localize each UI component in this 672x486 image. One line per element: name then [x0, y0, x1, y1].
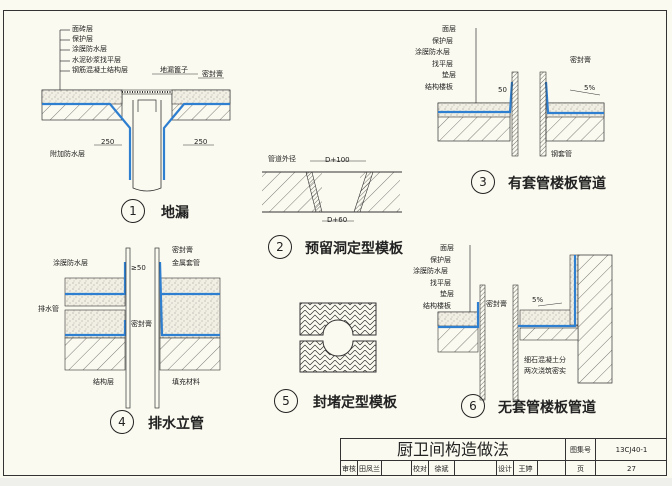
designer-signature [538, 461, 566, 476]
d6-layer-cushion: 垫层 [440, 290, 454, 298]
drawing-frame [3, 10, 667, 476]
d1-title: 地漏 [161, 205, 189, 221]
d5-number: 5 [274, 389, 298, 413]
d3-layer-screed: 找平层 [432, 60, 453, 68]
d1-grate-label: 地漏篦子 [160, 66, 188, 74]
detail-2-preformed-hole-mold [262, 160, 402, 222]
d1-dim-left: 250 [101, 138, 115, 146]
d1-extra-layer-label: 附加防水层 [50, 150, 85, 158]
d6-number: 6 [461, 394, 485, 418]
detail-1-floor-drain [41, 29, 231, 192]
d6-title: 无套管楼板管道 [498, 400, 596, 416]
d6-note-line2: 两次浇筑密实 [524, 367, 566, 375]
d2-dim-top: D+100 [325, 156, 350, 164]
reviewer-name: 田凤兰 [358, 461, 382, 476]
d1-layer-membrane: 涂膜防水层 [72, 45, 107, 53]
d4-drain-label: 排水管 [38, 305, 59, 313]
d1-dim-right: 250 [194, 138, 208, 146]
checker-signature [455, 461, 497, 476]
page-label: 页 [566, 461, 596, 476]
d1-number: 1 [121, 199, 145, 223]
detail-5-plug-mold [299, 302, 377, 373]
d3-dim: 50 [498, 86, 507, 94]
page-number: 27 [627, 465, 636, 473]
d6-sealant-label: 密封膏 [486, 300, 507, 308]
d2-pipe-od-label: 管道外径 [268, 155, 296, 163]
d1-sealant-label: 密封膏 [202, 70, 223, 78]
d6-slope: 5% [532, 296, 544, 304]
detail-6-unsleeved-pipe [437, 245, 613, 401]
d6-layer-screed: 找平层 [430, 279, 451, 287]
d6-note-line1: 细石混凝土分 [524, 356, 566, 364]
d3-layer-surface: 面层 [442, 25, 456, 33]
d4-number: 4 [110, 410, 134, 434]
d5-title: 封堵定型模板 [313, 395, 397, 411]
sheet-title: 厨卫间构造做法 [341, 439, 566, 461]
d4-metal-sleeve-label: 金属套管 [172, 259, 200, 267]
review-label: 审核 [341, 461, 358, 476]
d3-layer-protection: 保护层 [432, 37, 453, 45]
d1-layer-structure: 钢筋混凝土结构层 [72, 66, 128, 74]
reviewer-signature [382, 461, 412, 476]
d3-layer-membrane: 涂膜防水层 [415, 48, 450, 56]
d6-layer-slab: 结构楼板 [423, 302, 451, 310]
d4-structure-label: 结构层 [93, 378, 114, 386]
d6-layer-protection: 保护层 [430, 256, 451, 264]
atlas-number: 13CJ40-1 [596, 439, 667, 461]
d3-layer-cushion: 垫层 [442, 71, 456, 79]
designer-name: 王婷 [514, 461, 538, 476]
d6-layer-membrane: 涂膜防水层 [413, 267, 448, 275]
check-label: 校对 [412, 461, 429, 476]
atlas-label: 图集号 [566, 439, 596, 461]
d3-number: 3 [471, 170, 495, 194]
detail-3-sleeved-pipe [437, 28, 605, 157]
d4-fill-label: 填充材料 [172, 378, 200, 386]
d1-layer-screed: 水泥砂浆找平层 [72, 56, 121, 64]
d4-sealant-top-label: 密封膏 [172, 246, 193, 254]
d4-title: 排水立管 [148, 416, 204, 432]
d1-layer-tile: 面砖层 [72, 25, 93, 33]
d3-slope: 5% [584, 84, 596, 92]
d3-sleeve-label: 钢套管 [551, 150, 572, 158]
checker-name: 徐斌 [429, 461, 455, 476]
d2-dim-bottom: D+60 [327, 216, 348, 224]
detail-4-drain-riser [64, 247, 221, 409]
d2-number: 2 [268, 235, 292, 259]
d4-membrane-label: 涂膜防水层 [53, 259, 88, 267]
d4-dim: ≥50 [131, 264, 146, 272]
d3-layer-slab: 结构楼板 [425, 83, 453, 91]
d3-sealant-label: 密封膏 [570, 56, 591, 64]
design-label: 设计 [497, 461, 514, 476]
d6-layer-surface: 面层 [440, 244, 454, 252]
d1-layer-protection: 保护层 [72, 35, 93, 43]
title-block: 厨卫间构造做法 图集号 13CJ40-1 审核 田凤兰 校对 徐斌 设计 王婷 … [340, 438, 667, 476]
d3-title: 有套管楼板管道 [508, 176, 606, 192]
d2-title: 预留洞定型模板 [305, 241, 403, 257]
d4-sealant-mid-label: 密封膏 [131, 320, 152, 328]
